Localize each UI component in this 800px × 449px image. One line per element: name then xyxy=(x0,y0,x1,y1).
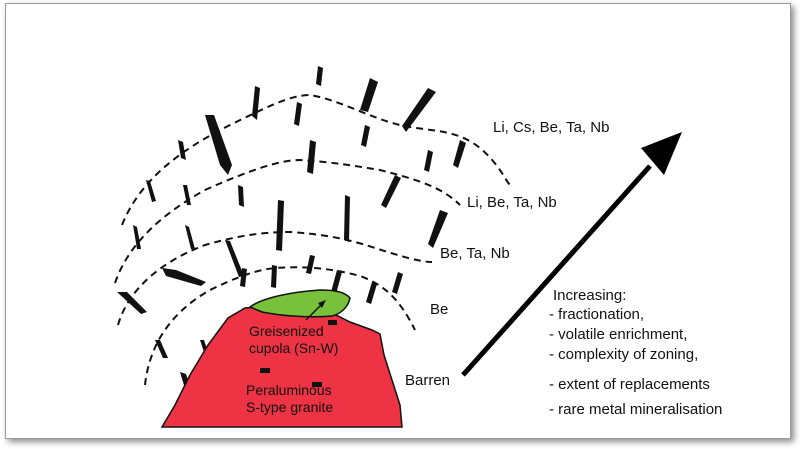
zone-label-barren: Barren xyxy=(405,372,450,389)
pegmatite-dike xyxy=(205,115,232,175)
zone-boundary-third xyxy=(117,230,433,326)
zone-boundary-inner xyxy=(144,266,416,386)
granite-label-line2: S-type granite xyxy=(246,399,333,415)
legend-item-replacements: - extent of replacements xyxy=(549,376,710,393)
cupola-label-line1: Greisenized xyxy=(249,323,324,339)
legend-item-fractionation: - fractionation, xyxy=(549,306,644,323)
zone-label-be: Be xyxy=(430,301,448,318)
zone-boundary-outer xyxy=(121,93,511,226)
pegmatite-dike xyxy=(117,292,147,314)
pegmatite-dike xyxy=(312,382,322,387)
pegmatite-dike xyxy=(424,150,433,172)
pegmatite-dike xyxy=(344,195,350,242)
pegmatite-dikes xyxy=(117,66,466,401)
cupola-label-line2: cupola (Sn-W) xyxy=(249,340,338,356)
legend-title: Increasing: xyxy=(553,287,626,304)
zone-label-li-be: Li, Be, Ta, Nb xyxy=(467,194,557,211)
pegmatite-dike xyxy=(366,282,377,304)
pegmatite-dike xyxy=(316,66,323,86)
pegmatite-dike xyxy=(162,268,206,286)
granite-label-line1: Peraluminous xyxy=(246,382,332,398)
pegmatite-dike xyxy=(146,180,156,202)
increasing-arrow-shaft xyxy=(461,164,652,377)
pegmatite-dike xyxy=(392,272,403,294)
cupola-pointer-head xyxy=(318,300,326,308)
legend-item-volatile: - volatile enrichment, xyxy=(549,326,687,343)
pegmatite-dike xyxy=(453,140,466,168)
pegmatite-dike xyxy=(381,175,401,208)
pegmatite-dike xyxy=(252,86,260,120)
pegmatite-dike xyxy=(360,78,378,112)
pegmatite-dike xyxy=(260,368,270,373)
pegmatite-dike xyxy=(294,102,302,126)
increasing-arrow-head xyxy=(641,132,682,175)
pegmatite-dike xyxy=(307,140,316,174)
pegmatite-dike xyxy=(183,185,191,205)
pegmatite-dike xyxy=(240,268,247,287)
zone-boundary-second xyxy=(114,158,461,284)
pegmatite-dike xyxy=(271,265,277,288)
pegmatite-dike xyxy=(306,255,315,274)
zone-boundaries xyxy=(114,93,511,386)
pegmatite-dike xyxy=(133,225,141,249)
pegmatite-dike xyxy=(155,340,168,358)
pegmatite-dike xyxy=(178,140,186,160)
legend-item-mineralisation: - rare metal mineralisation xyxy=(549,401,722,418)
zone-label-be-ta: Be, Ta, Nb xyxy=(440,245,510,262)
zone-label-li-cs: Li, Cs, Be, Ta, Nb xyxy=(493,119,609,136)
pegmatite-dike xyxy=(225,240,244,277)
pegmatite-dike xyxy=(331,270,342,294)
cupola-pointer-line xyxy=(305,303,323,321)
figure-frame xyxy=(5,3,791,439)
greisen-cupola xyxy=(248,289,351,318)
pegmatite-dike xyxy=(361,125,370,147)
pegmatite-dike xyxy=(428,210,448,248)
pegmatite-dike xyxy=(185,225,195,249)
legend-item-zoning: - complexity of zoning, xyxy=(549,346,698,363)
pegmatite-dike xyxy=(328,320,337,325)
pegmatite-dike xyxy=(402,88,436,132)
pegmatite-dike xyxy=(276,200,284,251)
pegmatite-dike xyxy=(238,185,244,207)
